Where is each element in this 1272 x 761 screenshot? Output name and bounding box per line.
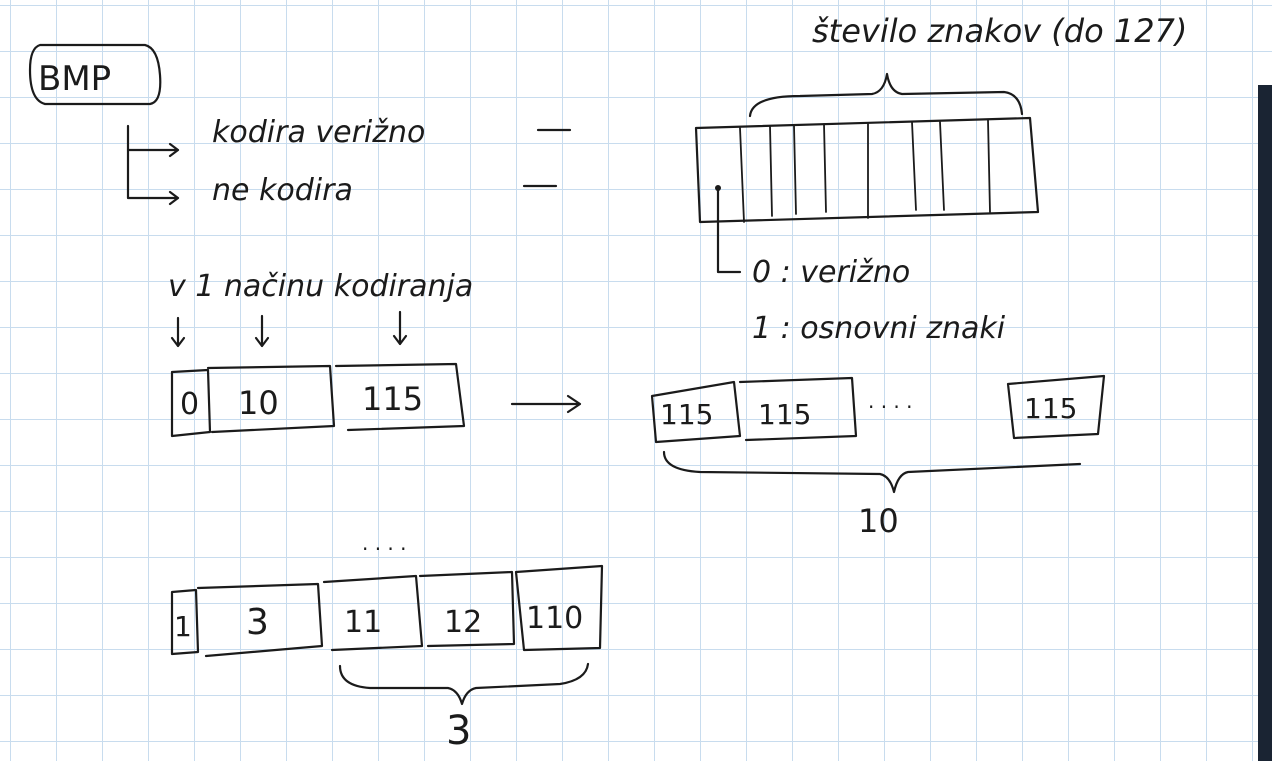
bit-meaning-0: 0 : verižno [752,255,910,290]
down-arrow-3 [392,310,408,346]
raw-value-2: 12 [444,605,482,640]
raw-box-flag [170,588,200,656]
exp-box-3 [1006,374,1106,440]
enc-box-value [334,362,466,432]
raw-count: 3 [246,602,269,643]
down-arrow-1 [170,316,186,348]
enc-box-flag [170,368,212,438]
header-brace [748,72,1024,118]
exp-brace [662,450,1082,494]
branch-label-none: ne kodira [212,173,353,208]
exp-value-3: 115 [1024,392,1077,425]
raw-dots: · · · · [362,537,407,561]
enc-box-count [206,364,336,434]
bit-dot [715,185,721,191]
branch-arrow-1 [126,124,180,158]
raw-box-2 [418,570,516,648]
raw-value-3: 110 [526,601,583,636]
raw-count-total: 3 [446,708,471,754]
enc-flag: 0 [180,387,199,422]
exp-value-1: 115 [660,398,713,431]
exp-ellipsis: · · · · [868,395,913,419]
header-box [694,116,1040,224]
exp-box-1 [650,380,742,444]
raw-box-3 [514,564,604,652]
raw-brace [338,662,590,706]
enc-value: 115 [362,380,423,418]
bit-meaning-1: 1 : osnovni znaki [752,311,1006,346]
raw-value-1: 11 [344,605,382,640]
bmp-bubble [28,43,162,106]
exp-value-2: 115 [758,398,811,431]
bit-pointer [716,188,742,274]
down-arrow-2 [254,314,270,348]
branch-arrow-2 [126,148,180,206]
exp-count: 10 [858,502,899,540]
mode-label: v 1 načinu kodiranja [168,269,473,304]
header-label: število znakov (do 127) [812,12,1187,50]
branch-label-chain: kodira verižno [212,115,425,150]
bmp-title: BMP [38,59,111,99]
raw-box-1 [322,574,424,652]
enc-count: 10 [238,384,279,422]
dark-edge [1258,85,1272,761]
raw-flag: 1 [174,610,192,643]
transform-arrow [510,394,582,414]
exp-box-2 [738,376,858,442]
header-dividers [739,119,991,223]
raw-box-count [196,582,324,658]
